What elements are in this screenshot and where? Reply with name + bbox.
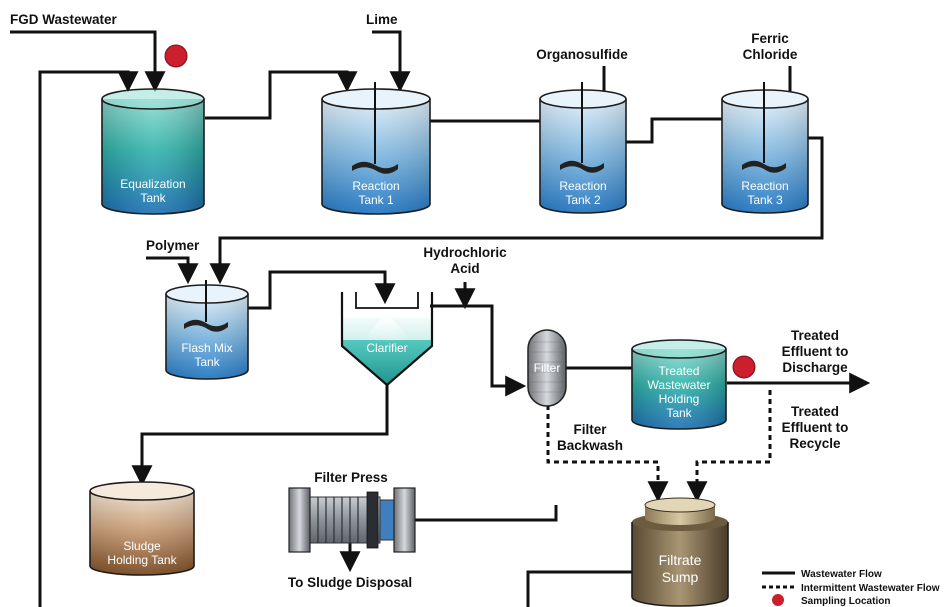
flash-mix-tank: Flash Mix Tank bbox=[165, 280, 249, 380]
eq-to-rt1-line bbox=[205, 70, 358, 120]
rt3-to-flashmix-line bbox=[209, 136, 824, 285]
intermittent-flow-lines bbox=[546, 390, 772, 503]
lime-feed-line bbox=[372, 30, 411, 93]
fgd-feed-line bbox=[10, 30, 166, 93]
sludge-tank-label-2: Holding Tank bbox=[107, 553, 177, 567]
reaction-tank-2-label-2: Tank 2 bbox=[565, 193, 601, 207]
sampling-location-marker-icon bbox=[732, 355, 756, 379]
discharge-label-3: Discharge bbox=[782, 360, 848, 375]
equalization-tank-label-2: Tank bbox=[140, 191, 166, 205]
legend-sampling-marker-icon bbox=[772, 594, 784, 606]
mixer-impeller-icon bbox=[184, 319, 228, 332]
reaction-tank-1-label-2: Tank 1 bbox=[358, 193, 394, 207]
recycle-label-1: Treated bbox=[791, 404, 839, 419]
polymer-label: Polymer bbox=[146, 238, 200, 253]
clarifier-label: Clarifier bbox=[366, 341, 407, 355]
reaction-tank-1: Reaction Tank 1 bbox=[321, 82, 431, 215]
polymer-feed-line bbox=[146, 256, 199, 285]
filter-backwash-line bbox=[546, 405, 669, 503]
flash-mix-tank-label-1: Flash Mix bbox=[181, 341, 232, 355]
reaction-tank-2-label-1: Reaction bbox=[559, 179, 606, 193]
reaction-tank-1-label-1: Reaction bbox=[352, 179, 399, 193]
holding-tank-label-1: Treated bbox=[659, 364, 700, 378]
clarifier: Clarifier bbox=[340, 292, 434, 387]
filtrate-sump-label-1: Filtrate bbox=[659, 552, 702, 568]
mixer-impeller-icon bbox=[560, 160, 604, 173]
legend: Wastewater Flow Intermittent Wastewater … bbox=[762, 569, 940, 607]
ferric-chloride-label-1: Ferric bbox=[751, 31, 789, 46]
clarifier-to-filter-line bbox=[430, 304, 527, 397]
legend-sampling-label: Sampling Location bbox=[801, 596, 890, 607]
equalization-tank-label-1: Equalization bbox=[120, 177, 185, 191]
recycle-to-sump-line bbox=[686, 390, 772, 503]
flashmix-to-clarifier-line bbox=[248, 270, 396, 310]
reaction-tank-2: Reaction Tank 2 bbox=[539, 82, 627, 214]
sampling-location-marker-icon bbox=[164, 44, 188, 68]
fgd-wastewater-label: FGD Wastewater bbox=[10, 12, 118, 27]
clarifier-to-sludge-line bbox=[131, 385, 389, 487]
recycle-label-3: Recycle bbox=[789, 436, 841, 451]
treated-wastewater-holding-tank: Treated Wastewater Holding Tank bbox=[631, 339, 727, 430]
sump-return-line bbox=[526, 570, 632, 607]
filtrate-sump-label-2: Sump bbox=[662, 569, 699, 585]
mixer-impeller-icon bbox=[352, 161, 398, 174]
filter-backwash-label-2: Backwash bbox=[557, 438, 623, 453]
holding-tank-label-2: Wastewater bbox=[648, 378, 711, 392]
holding-tank-label-4: Tank bbox=[666, 406, 692, 420]
equalization-tank: Equalization Tank bbox=[101, 88, 205, 215]
rt2-to-rt3-line bbox=[626, 108, 747, 144]
sludge-tank-label-1: Sludge bbox=[123, 539, 161, 553]
reaction-tank-3: Reaction Tank 3 bbox=[721, 82, 809, 214]
discharge-label-2: Effluent to bbox=[782, 344, 849, 359]
mixer-impeller-icon bbox=[742, 160, 786, 173]
filter-press-label: Filter Press bbox=[314, 470, 388, 485]
recycle-return-line bbox=[38, 70, 139, 607]
filtrate-sump: Filtrate Sump bbox=[631, 497, 729, 607]
reaction-tank-3-label-1: Reaction bbox=[741, 179, 788, 193]
filter-press bbox=[288, 487, 416, 553]
hydrochloric-acid-label-2: Acid bbox=[450, 261, 479, 276]
filter-vessel: Filter bbox=[527, 329, 567, 407]
legend-flow-label: Wastewater Flow bbox=[801, 569, 882, 580]
legend-intermittent-label: Intermittent Wastewater Flow bbox=[801, 583, 940, 594]
ferric-chloride-label-2: Chloride bbox=[743, 47, 798, 62]
flash-mix-tank-label-2: Tank bbox=[194, 355, 220, 369]
sludge-holding-tank: Sludge Holding Tank bbox=[89, 481, 195, 576]
reaction-tank-3-label-2: Tank 3 bbox=[747, 193, 783, 207]
recycle-label-2: Effluent to bbox=[782, 420, 849, 435]
discharge-label-1: Treated bbox=[791, 328, 839, 343]
filter-label: Filter bbox=[534, 361, 561, 375]
filter-press-filtrate-line bbox=[413, 505, 558, 522]
hydrochloric-acid-label-1: Hydrochloric bbox=[423, 245, 507, 260]
organosulfide-label: Organosulfide bbox=[536, 47, 628, 62]
lime-label: Lime bbox=[366, 12, 398, 27]
holding-tank-label-3: Holding bbox=[659, 392, 700, 406]
filter-backwash-label-1: Filter bbox=[573, 422, 607, 437]
wastewater-flow-lines bbox=[10, 30, 871, 607]
sludge-disposal-label: To Sludge Disposal bbox=[288, 575, 412, 590]
